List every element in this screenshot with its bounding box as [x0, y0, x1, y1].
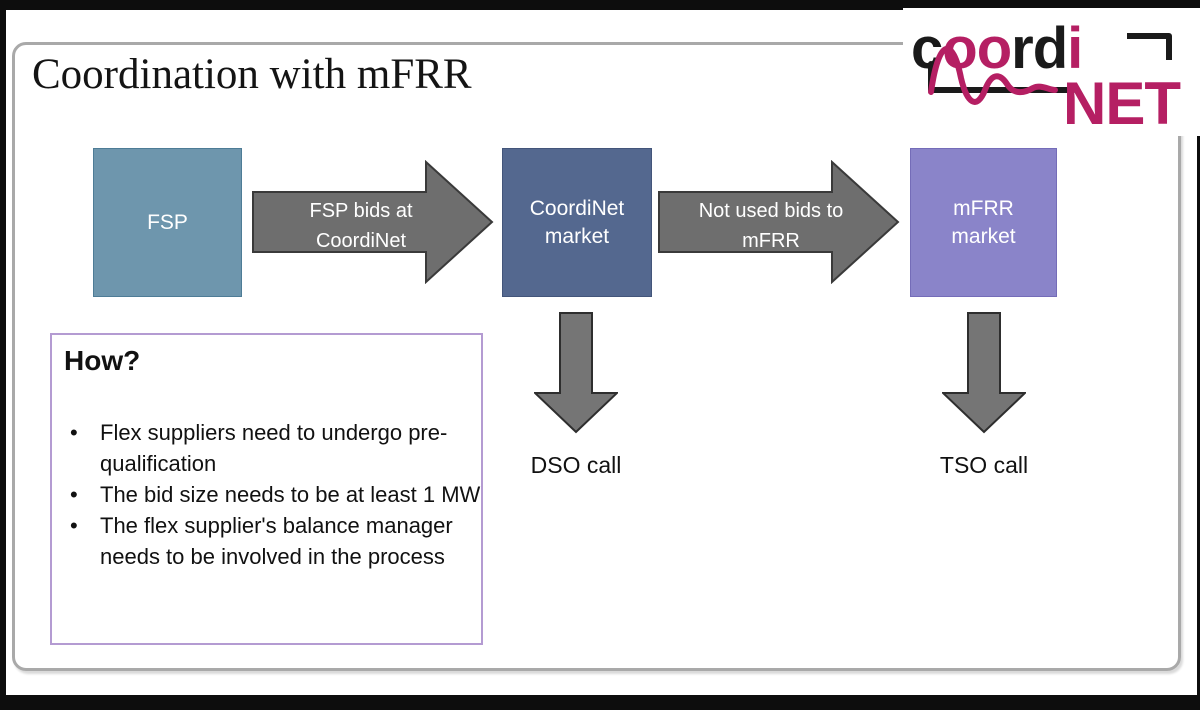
- logo-text-i: i: [1067, 16, 1082, 81]
- coordinet-logo-icon: coordi NET: [911, 16, 1181, 137]
- slide-title: Coordination with mFRR: [32, 51, 472, 98]
- node-mfrr-label-line1: mFRR: [953, 196, 1014, 220]
- dso-call-label: DSO call: [530, 452, 622, 478]
- node-mfrr-label-line2: market: [951, 224, 1016, 248]
- node-coordinet-market: CoordiNet market: [502, 148, 652, 297]
- how-box: How? Flex suppliers need to undergo pre-…: [50, 333, 483, 645]
- logo-text-net: NET: [1063, 70, 1180, 136]
- down-arrow-tso-shape: [942, 312, 1026, 434]
- right-arrow-2-icon: [658, 160, 900, 284]
- logo-wave-icon: [928, 45, 1058, 105]
- arrow-2-label-line2: mFRR: [742, 230, 800, 252]
- node-fsp-label: FSP: [147, 210, 188, 234]
- how-box-heading: How?: [64, 345, 141, 376]
- down-arrow-dso-icon: [534, 312, 618, 434]
- down-arrow-dso-shape: [534, 312, 618, 434]
- arrow-1-label: FSP bids at CoordiNet: [266, 196, 456, 256]
- svg-text:coordi: coordi: [911, 16, 1082, 81]
- logo-text-rd: rd: [1011, 16, 1067, 81]
- right-arrow-1-icon: [252, 160, 494, 284]
- logo-text-oo: oo: [942, 16, 1011, 81]
- right-arrow-1-shape: [252, 160, 494, 284]
- how-bullet-2: The bid size needs to be at least 1 MW: [70, 479, 482, 510]
- node-mfrr-market: mFRR market: [910, 148, 1057, 297]
- coordinet-logo: coordi NET: [903, 8, 1200, 137]
- arrow-1-label-line2: CoordiNet: [315, 230, 407, 252]
- down-arrow-tso-icon: [942, 312, 1026, 434]
- tso-call-label: TSO call: [939, 452, 1029, 478]
- how-bullet-3: The flex supplier's balance manager need…: [70, 510, 482, 572]
- slide-border-frame: [12, 42, 1181, 671]
- node-coordinet-label-line1: CoordiNet: [529, 196, 625, 220]
- node-fsp: FSP: [93, 148, 242, 297]
- arrow-2-label: Not used bids to mFRR: [676, 196, 866, 256]
- node-coordinet-label-line2: market: [544, 224, 610, 248]
- how-bullet-list: Flex suppliers need to undergo pre-quali…: [52, 417, 482, 572]
- right-arrow-2-shape: [658, 160, 900, 284]
- arrow-2-label-line1: Not used bids to: [698, 200, 844, 222]
- logo-bracket-line: [1127, 33, 1172, 60]
- how-bullet-1: Flex suppliers need to undergo pre-quali…: [70, 417, 482, 479]
- arrow-1-label-line1: FSP bids at: [309, 200, 413, 222]
